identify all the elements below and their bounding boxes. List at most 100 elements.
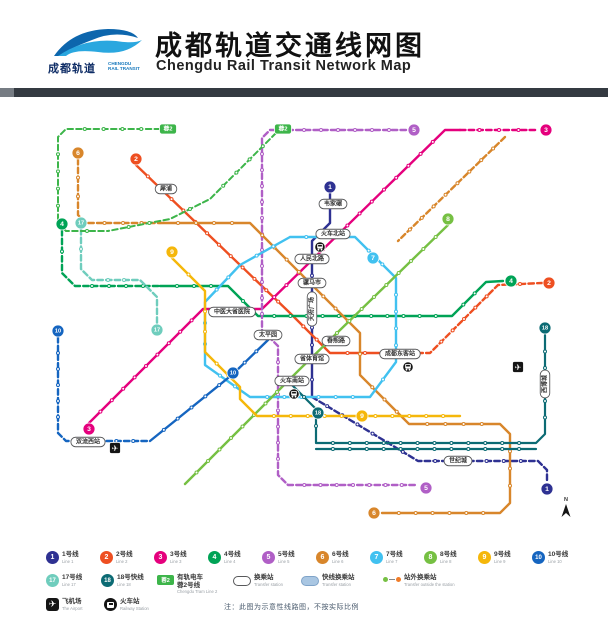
- station-dot: [178, 329, 183, 334]
- station-dot: [120, 127, 125, 131]
- station-dot: [276, 360, 280, 365]
- station-dot: [169, 197, 174, 202]
- line-badge-R2: 蓉2: [274, 123, 292, 135]
- station-dot: [359, 307, 364, 311]
- station-label: 成都东客站: [385, 349, 415, 357]
- station-dot: [334, 483, 339, 487]
- line-6-path: [158, 221, 512, 515]
- svg-text:8: 8: [446, 216, 450, 223]
- line-badge-3: 3: [539, 123, 553, 137]
- station-dot: [189, 405, 194, 410]
- line-R2-path: [107, 132, 277, 232]
- station-dot: [483, 447, 488, 451]
- station-dot: [543, 366, 547, 370]
- station-dot: [296, 269, 301, 274]
- station-dot: [370, 385, 375, 390]
- station-dot: [260, 200, 264, 204]
- station-dot: [330, 441, 335, 445]
- station-dot: [56, 367, 60, 371]
- station-dot: [176, 221, 180, 225]
- station-dot: [518, 282, 522, 286]
- station-dot: [124, 284, 128, 288]
- station-dot: [433, 314, 438, 318]
- station-dot: [382, 397, 387, 402]
- station-dot: [394, 343, 398, 348]
- line-badge-17: 17: [150, 323, 164, 337]
- line-9-path: [170, 256, 462, 418]
- station-dot: [302, 128, 306, 132]
- station-dot: [415, 441, 420, 445]
- station-dot: [122, 278, 126, 282]
- station-dot: [203, 309, 207, 314]
- station-dot: [98, 409, 103, 414]
- station-dot: [252, 276, 257, 281]
- station-dot: [430, 511, 435, 515]
- railway-station-icon: [314, 241, 326, 253]
- station-pill: 中医大省医院: [208, 306, 256, 318]
- station-dot: [333, 395, 338, 399]
- station-dot: [370, 431, 375, 436]
- station-dot: [415, 447, 420, 451]
- station-dot: [443, 422, 448, 426]
- station-dot: [431, 204, 436, 209]
- svg-text:✈: ✈: [515, 363, 522, 372]
- station-label: 天府广场: [307, 297, 315, 321]
- station-dot: [357, 211, 362, 216]
- station-dot: [147, 221, 152, 225]
- station-dot: [276, 299, 281, 304]
- station-dot: [518, 459, 523, 463]
- station-dot: [82, 127, 87, 131]
- legend-line-badge: 4: [208, 551, 221, 564]
- logo-text-en: CHENGDU RAIL TRANSIT: [108, 61, 140, 72]
- station-dot: [432, 447, 437, 451]
- station-dot: [240, 265, 245, 270]
- station-dot: [314, 337, 319, 342]
- station-dot: [218, 373, 222, 378]
- station-dot: [241, 299, 245, 303]
- svg-text:4: 4: [509, 278, 513, 285]
- station-dot: [212, 221, 216, 225]
- station-dot: [194, 221, 198, 225]
- station-dot: [483, 441, 488, 445]
- station-dot: [517, 441, 522, 445]
- station-pill: 天府广场: [306, 291, 318, 327]
- station-dot: [517, 447, 522, 451]
- legend-line-badge: 18: [101, 574, 114, 587]
- svg-text:1: 1: [545, 486, 549, 493]
- station-label: 犀浦: [159, 184, 172, 192]
- station-dot: [394, 309, 398, 314]
- station-dot: [272, 314, 277, 318]
- line-10-path: [56, 335, 152, 443]
- station-dot: [382, 187, 386, 192]
- station-dot: [479, 158, 484, 163]
- station-dot: [276, 424, 280, 429]
- svg-text:✈: ✈: [112, 444, 119, 453]
- station-label: 火车南站: [280, 376, 304, 384]
- svg-text:9: 9: [170, 249, 174, 256]
- svg-text:2: 2: [547, 280, 551, 287]
- line-badge-9: 9: [355, 409, 369, 423]
- svg-text:9: 9: [360, 413, 364, 420]
- station-dot: [364, 441, 369, 445]
- station-dot: [481, 511, 486, 515]
- station-dot: [501, 459, 506, 463]
- station-pill: 太平园: [253, 329, 283, 341]
- station-dot: [121, 221, 125, 225]
- station-dot: [461, 422, 466, 426]
- station-dot: [203, 394, 208, 399]
- station-dot: [472, 291, 477, 296]
- station-dot: [508, 466, 512, 471]
- airport-icon: ✈: [109, 442, 121, 454]
- station-dot: [76, 194, 80, 199]
- station-dot: [276, 456, 280, 461]
- page-title: 成都轨道交通线网图: [155, 31, 425, 61]
- station-dot: [56, 169, 60, 174]
- station-dot: [56, 152, 60, 157]
